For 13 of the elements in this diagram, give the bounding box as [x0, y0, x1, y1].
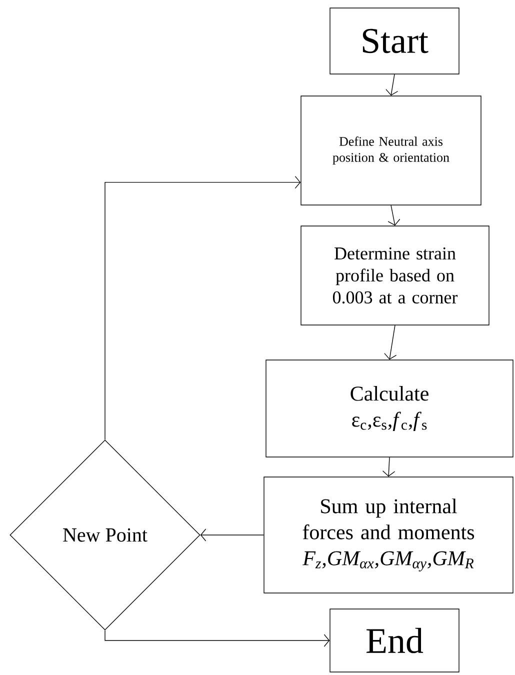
arrow: [384, 325, 397, 360]
arrow: [382, 457, 396, 477]
process-box: Determine strain profile based on 0.003 at a corner: [300, 226, 490, 326]
end-box: End: [330, 608, 460, 672]
process-box: Calculate ε$_{c}$,ε$_{s}$,f$_{c}$,f$_{s}$: [266, 360, 514, 458]
process-box: Define Neutral axis position & orientation: [300, 96, 482, 206]
arrow: [200, 528, 264, 542]
arrow: [388, 205, 400, 226]
arrow: [104, 630, 330, 647]
arrow: [386, 74, 398, 96]
arrow: [104, 176, 301, 440]
start-box: Start: [330, 8, 460, 74]
process-box: Sum up internal forces and moments F$_{z}$,GM$_{αx}$,GM$_{αy}$,GM$_{R}$: [264, 476, 514, 594]
